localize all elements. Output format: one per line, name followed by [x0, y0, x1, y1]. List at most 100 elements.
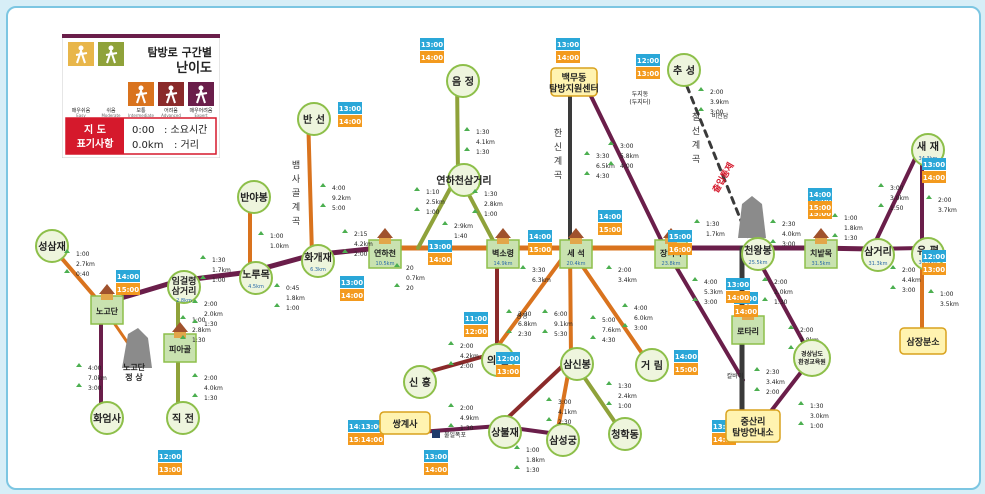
time-up-box: [338, 102, 362, 114]
arrow-icon: [928, 289, 934, 293]
segment-value: 2:00: [460, 363, 474, 370]
time-up-box: [668, 230, 692, 242]
legend-title-2: 난이도: [176, 60, 212, 76]
label-byeoksagol: 사: [292, 174, 301, 185]
peak-seongsamjae[interactable]: 성삼재: [35, 229, 69, 263]
peak-circle: [166, 401, 200, 435]
peak-sangbuljae[interactable]: 상불재: [488, 415, 522, 449]
label-chilseon: 곡: [692, 154, 700, 165]
time-up: 11:00: [465, 315, 487, 323]
peak-yeonhacheon_junction[interactable]: 연하천삼거리: [436, 163, 492, 197]
segment-value: 1:10: [426, 189, 440, 196]
segment-s13: 2:003.4km: [606, 265, 637, 284]
time-down: 14:00: [735, 308, 757, 316]
time-down-box: [726, 291, 750, 303]
arrow-icon: [506, 309, 512, 313]
label-samjangbunso[interactable]: 삼장분소: [899, 327, 947, 355]
label-nogodan-peak: 노고단: [123, 362, 146, 372]
peak-bansun[interactable]: 반 선: [297, 102, 331, 136]
peak-circle: [237, 180, 271, 214]
segment-value: 5:30: [554, 331, 568, 338]
shelter-seseok[interactable]: 세 석20.4km: [559, 228, 593, 269]
arrow-icon: [448, 361, 454, 365]
peak-sinheung[interactable]: 신 흥: [403, 365, 437, 399]
time-down: 15:00: [809, 204, 831, 212]
legend-key-line1: 지 도: [84, 123, 106, 136]
peak-eumjeong[interactable]: 음 정: [446, 64, 480, 98]
shelter-house-wall: [174, 332, 186, 338]
peak-chuseong[interactable]: 추 성: [667, 53, 701, 87]
arrow-icon: [414, 187, 420, 191]
label-hansin: 신: [554, 142, 562, 153]
peak-sambulbong[interactable]: 삼신봉: [560, 347, 594, 381]
arrow-icon: [274, 283, 280, 287]
peak-name: 삼거리: [172, 285, 197, 297]
peak-samseonggung[interactable]: 삼성궁: [546, 423, 580, 457]
segment-value: 7.6km: [602, 327, 621, 334]
legend-level-en: Moderate: [101, 113, 121, 118]
peak-banyabong[interactable]: 반야봉: [237, 180, 271, 214]
segment-value: 1:00: [526, 447, 540, 454]
shelter-nogodan[interactable]: 노고단: [90, 284, 124, 325]
time-down: 14:00: [727, 294, 749, 302]
arrow-icon: [472, 189, 478, 193]
arrow-icon: [832, 213, 838, 217]
time-up: 13:00: [421, 41, 443, 49]
segment-value: 1:00: [940, 291, 954, 298]
segment-value: 0.7km: [406, 275, 425, 282]
time-up-box: [598, 210, 622, 222]
peak-circle: [861, 238, 895, 272]
shelter-box: [559, 239, 593, 269]
arrow-icon: [394, 283, 400, 287]
peak-georim[interactable]: 거 림: [635, 348, 669, 382]
chilseon-rock: [738, 196, 766, 238]
hiker-body: [195, 87, 208, 104]
segment-value: 2:30: [766, 369, 780, 376]
peak-name: 연하천삼거리: [436, 174, 491, 187]
time-down: 14:00: [557, 54, 579, 62]
peak-circle: [635, 348, 669, 382]
time-up: 13:00: [339, 105, 361, 113]
time-box-tm15: 11:00 12:00: [464, 312, 488, 337]
arrow-icon: [622, 323, 628, 327]
peak-distance: 6.3km: [310, 267, 326, 273]
legend-time-desc: : 소요시간: [164, 124, 207, 136]
shelter-piagol[interactable]: 피아골: [163, 322, 197, 363]
time-up-box: [464, 312, 488, 324]
segment-value: 2:00: [710, 89, 724, 96]
peak-hwaeomsa[interactable]: 화엄사: [90, 401, 124, 435]
label-hansin: 곡: [554, 170, 562, 181]
peak-cheonghakdong[interactable]: 청학동: [608, 417, 642, 451]
arrow-icon: [200, 255, 206, 259]
arrow-icon: [520, 265, 526, 269]
time-up: 13:00: [713, 423, 735, 431]
arrow-icon: [192, 373, 198, 377]
arrow-icon: [546, 397, 552, 401]
segment-value: 1:30: [844, 235, 858, 242]
arrow-icon: [754, 387, 760, 391]
peak-jikjeon[interactable]: 직 전: [166, 401, 200, 435]
time-down: 12:00: [465, 328, 487, 336]
trail-baemsagol: [306, 111, 314, 257]
label-ssanggyesa[interactable]: 쌍계사: [379, 411, 431, 435]
arrow-icon: [342, 249, 348, 253]
